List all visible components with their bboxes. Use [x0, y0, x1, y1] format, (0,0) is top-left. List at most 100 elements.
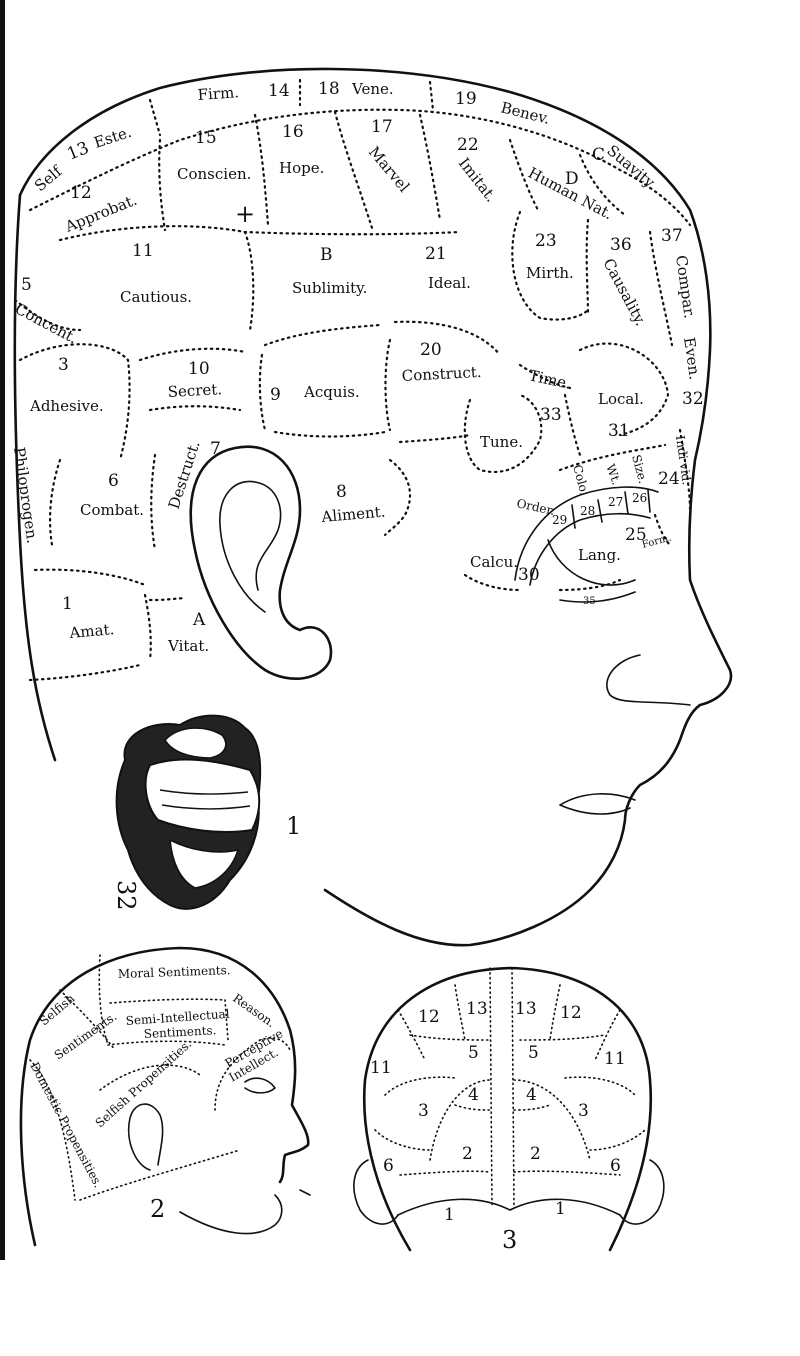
label-sublimity: Sublimity.	[292, 279, 367, 297]
label-12: 12	[70, 183, 92, 203]
label-29: 29	[552, 513, 567, 527]
label-ideal: Ideal.	[428, 274, 471, 292]
label-32: 32	[682, 389, 704, 409]
label-37: 37	[661, 226, 683, 246]
label-philoprogen: Philoprogen.	[10, 446, 41, 545]
label-aliment: Aliment.	[320, 502, 386, 526]
label-10: 10	[188, 359, 210, 379]
label-vitat: Vitat.	[167, 637, 209, 655]
eye-lid-arc	[547, 539, 636, 586]
fig2-semi2: Sentiments.	[143, 1023, 216, 1041]
label-7: 7	[210, 439, 221, 459]
label-adhesive: Adhesive.	[29, 397, 104, 415]
label-6: 6	[108, 471, 119, 491]
label-imitat: Imitat.	[455, 154, 500, 205]
label-wt: Wt.	[603, 462, 623, 487]
label-firm: Firm.	[197, 83, 240, 104]
region-labels: Firm. 14 18 Vene. 19 Benev. Self 13 Este…	[10, 79, 704, 655]
label-13: 13	[64, 138, 92, 165]
fig3-l4: 4	[468, 1085, 479, 1105]
fig2-borders	[29, 954, 291, 1201]
label-compar: Compar.	[672, 254, 699, 319]
label-mirth: Mirth.	[526, 264, 574, 282]
label-19: 19	[455, 89, 477, 109]
fig2-eye	[244, 1077, 276, 1094]
label-combat: Combat.	[80, 501, 144, 519]
label-time: Time.	[527, 366, 572, 392]
eye-arc-inner	[529, 512, 651, 586]
fig3-r4: 4	[526, 1085, 537, 1105]
fig3-l11: 11	[370, 1058, 392, 1078]
fig2-selfish: Selfish	[37, 991, 78, 1028]
fig2-mouth	[299, 1189, 311, 1196]
region-borders	[13, 78, 692, 682]
fig3-r2: 2	[530, 1144, 541, 1164]
figure-1-head: Firm. 14 18 Vene. 19 Benev. Self 13 Este…	[10, 67, 733, 947]
label-15: 15	[195, 128, 217, 148]
label-21: 21	[425, 244, 447, 264]
eye-arc-outer	[514, 486, 659, 581]
label-24: 24	[658, 469, 680, 489]
fig3-l6: 6	[383, 1156, 394, 1176]
fig2-chin	[179, 1194, 283, 1235]
label-30: 30	[518, 565, 540, 585]
label-9: 9	[270, 385, 281, 405]
fig3-borders	[374, 967, 646, 1206]
label-amat: Amat.	[68, 620, 115, 642]
fig3-r5: 5	[528, 1043, 539, 1063]
figure-2-head: Moral Sentiments. Reason. Selfish Sentim…	[19, 946, 311, 1247]
label-order: Order.	[515, 496, 556, 518]
fig3-r11: 11	[604, 1049, 626, 1069]
scan-edge-strip	[0, 0, 5, 1260]
fig3-head-outline	[363, 966, 652, 1252]
label-concent: Concent.	[12, 300, 80, 348]
label-14: 14	[268, 81, 290, 101]
small-organ-dividers	[571, 489, 651, 529]
fig3-l5: 5	[468, 1043, 479, 1063]
label-este: Este.	[92, 123, 134, 152]
label-local: Local.	[598, 390, 644, 408]
label-secret: Secret.	[167, 380, 222, 401]
figure-2-number: 2	[150, 1195, 165, 1223]
fig3-r3: 3	[578, 1101, 589, 1121]
label-28: 28	[580, 504, 595, 518]
label-causality: Causality.	[599, 255, 649, 328]
label-vene: Vene.	[351, 80, 394, 98]
fig3-l12: 12	[418, 1007, 440, 1027]
ear-outer	[189, 445, 333, 681]
fig2-ear	[127, 1103, 164, 1171]
skull-label-32: 32	[112, 880, 140, 911]
label-cross: +	[235, 200, 255, 228]
fig3-right-ear	[619, 1159, 665, 1225]
nostril-curl	[606, 654, 691, 706]
lips	[559, 793, 636, 815]
label-size: Size.	[629, 453, 650, 485]
label-33: 33	[540, 405, 562, 425]
label-acquis: Acquis.	[303, 383, 360, 401]
fig2-propensities: Selfish Propensities.	[93, 1037, 195, 1130]
label-hope: Hope.	[279, 159, 324, 177]
label-c: C	[592, 145, 605, 165]
label-3: 3	[58, 355, 69, 375]
label-even: Even.	[680, 336, 704, 381]
ear-inner	[219, 480, 282, 613]
label-colo: Colo.	[570, 463, 592, 497]
label-tune: Tune.	[480, 433, 523, 451]
eye-lower-arc	[559, 591, 636, 603]
fig3-r12: 12	[560, 1003, 582, 1023]
skull-fragment-engraving	[115, 714, 262, 910]
label-a: A	[192, 610, 206, 630]
label-35: 35	[583, 596, 596, 607]
label-lang: Lang.	[578, 546, 621, 564]
label-20: 20	[420, 340, 442, 360]
label-16: 16	[282, 122, 304, 142]
label-cautious: Cautious.	[120, 288, 192, 306]
fig3-r6: 6	[610, 1156, 621, 1176]
label-d: D	[565, 169, 579, 189]
fig2-reason: Reason.	[230, 991, 278, 1030]
label-indi-vid: Indi vid.	[673, 434, 694, 485]
fig3-l13a: 13	[466, 999, 488, 1019]
label-construct: Construct.	[401, 363, 482, 385]
